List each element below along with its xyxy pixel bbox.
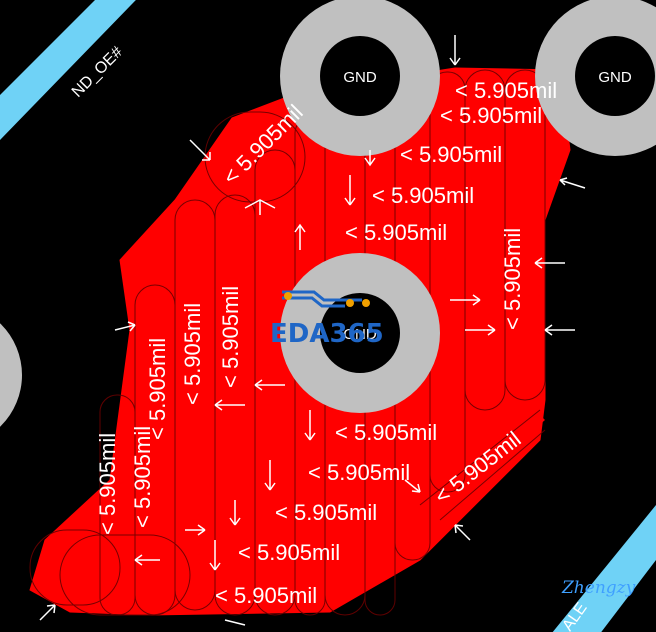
clearance-label: < 5.905mil bbox=[95, 433, 120, 535]
clearance-label: < 5.905mil bbox=[215, 583, 317, 608]
trace-nd-oe[interactable]: ND_OE# bbox=[0, 0, 165, 140]
clearance-label: < 5.905mil bbox=[455, 78, 557, 103]
watermark-text: EDA365 bbox=[270, 319, 384, 349]
eda365-watermark: EDA365 bbox=[270, 290, 384, 349]
clearance-label: < 5.905mil bbox=[145, 338, 170, 440]
gnd-pad-center[interactable]: GND bbox=[280, 253, 440, 413]
clearance-label: < 5.905mil bbox=[308, 460, 410, 485]
gnd-pad-top-right[interactable]: GND bbox=[535, 0, 656, 156]
author-credit: Zhengzy bbox=[561, 578, 636, 598]
trace-ale[interactable]: ALE bbox=[530, 505, 656, 632]
pad-label-gnd: GND bbox=[343, 326, 377, 343]
drc-arrows bbox=[39, 35, 586, 626]
gnd-pad-top-center[interactable]: GND bbox=[280, 0, 440, 156]
pad-label-gnd: GND bbox=[343, 69, 377, 86]
clearance-label: < 5.905mil bbox=[180, 303, 205, 405]
clearance-label: < 5.905mil bbox=[372, 183, 474, 208]
clearance-label: < 5.905mil bbox=[500, 228, 525, 330]
clearance-label: < 5.905mil bbox=[335, 420, 437, 445]
pad-label-gnd: GND bbox=[598, 69, 632, 86]
pad-left-edge[interactable] bbox=[0, 303, 22, 447]
clearance-label: < 5.905mil bbox=[130, 426, 155, 528]
clearance-label: < 5.905mil bbox=[275, 500, 377, 525]
clearance-label: < 5.905mil bbox=[218, 286, 243, 388]
clearance-label: < 5.905mil bbox=[400, 142, 502, 167]
clearance-label: < 5.905mil bbox=[238, 540, 340, 565]
clearance-label: < 5.905mil bbox=[440, 103, 542, 128]
clearance-label: < 5.905mil bbox=[345, 220, 447, 245]
